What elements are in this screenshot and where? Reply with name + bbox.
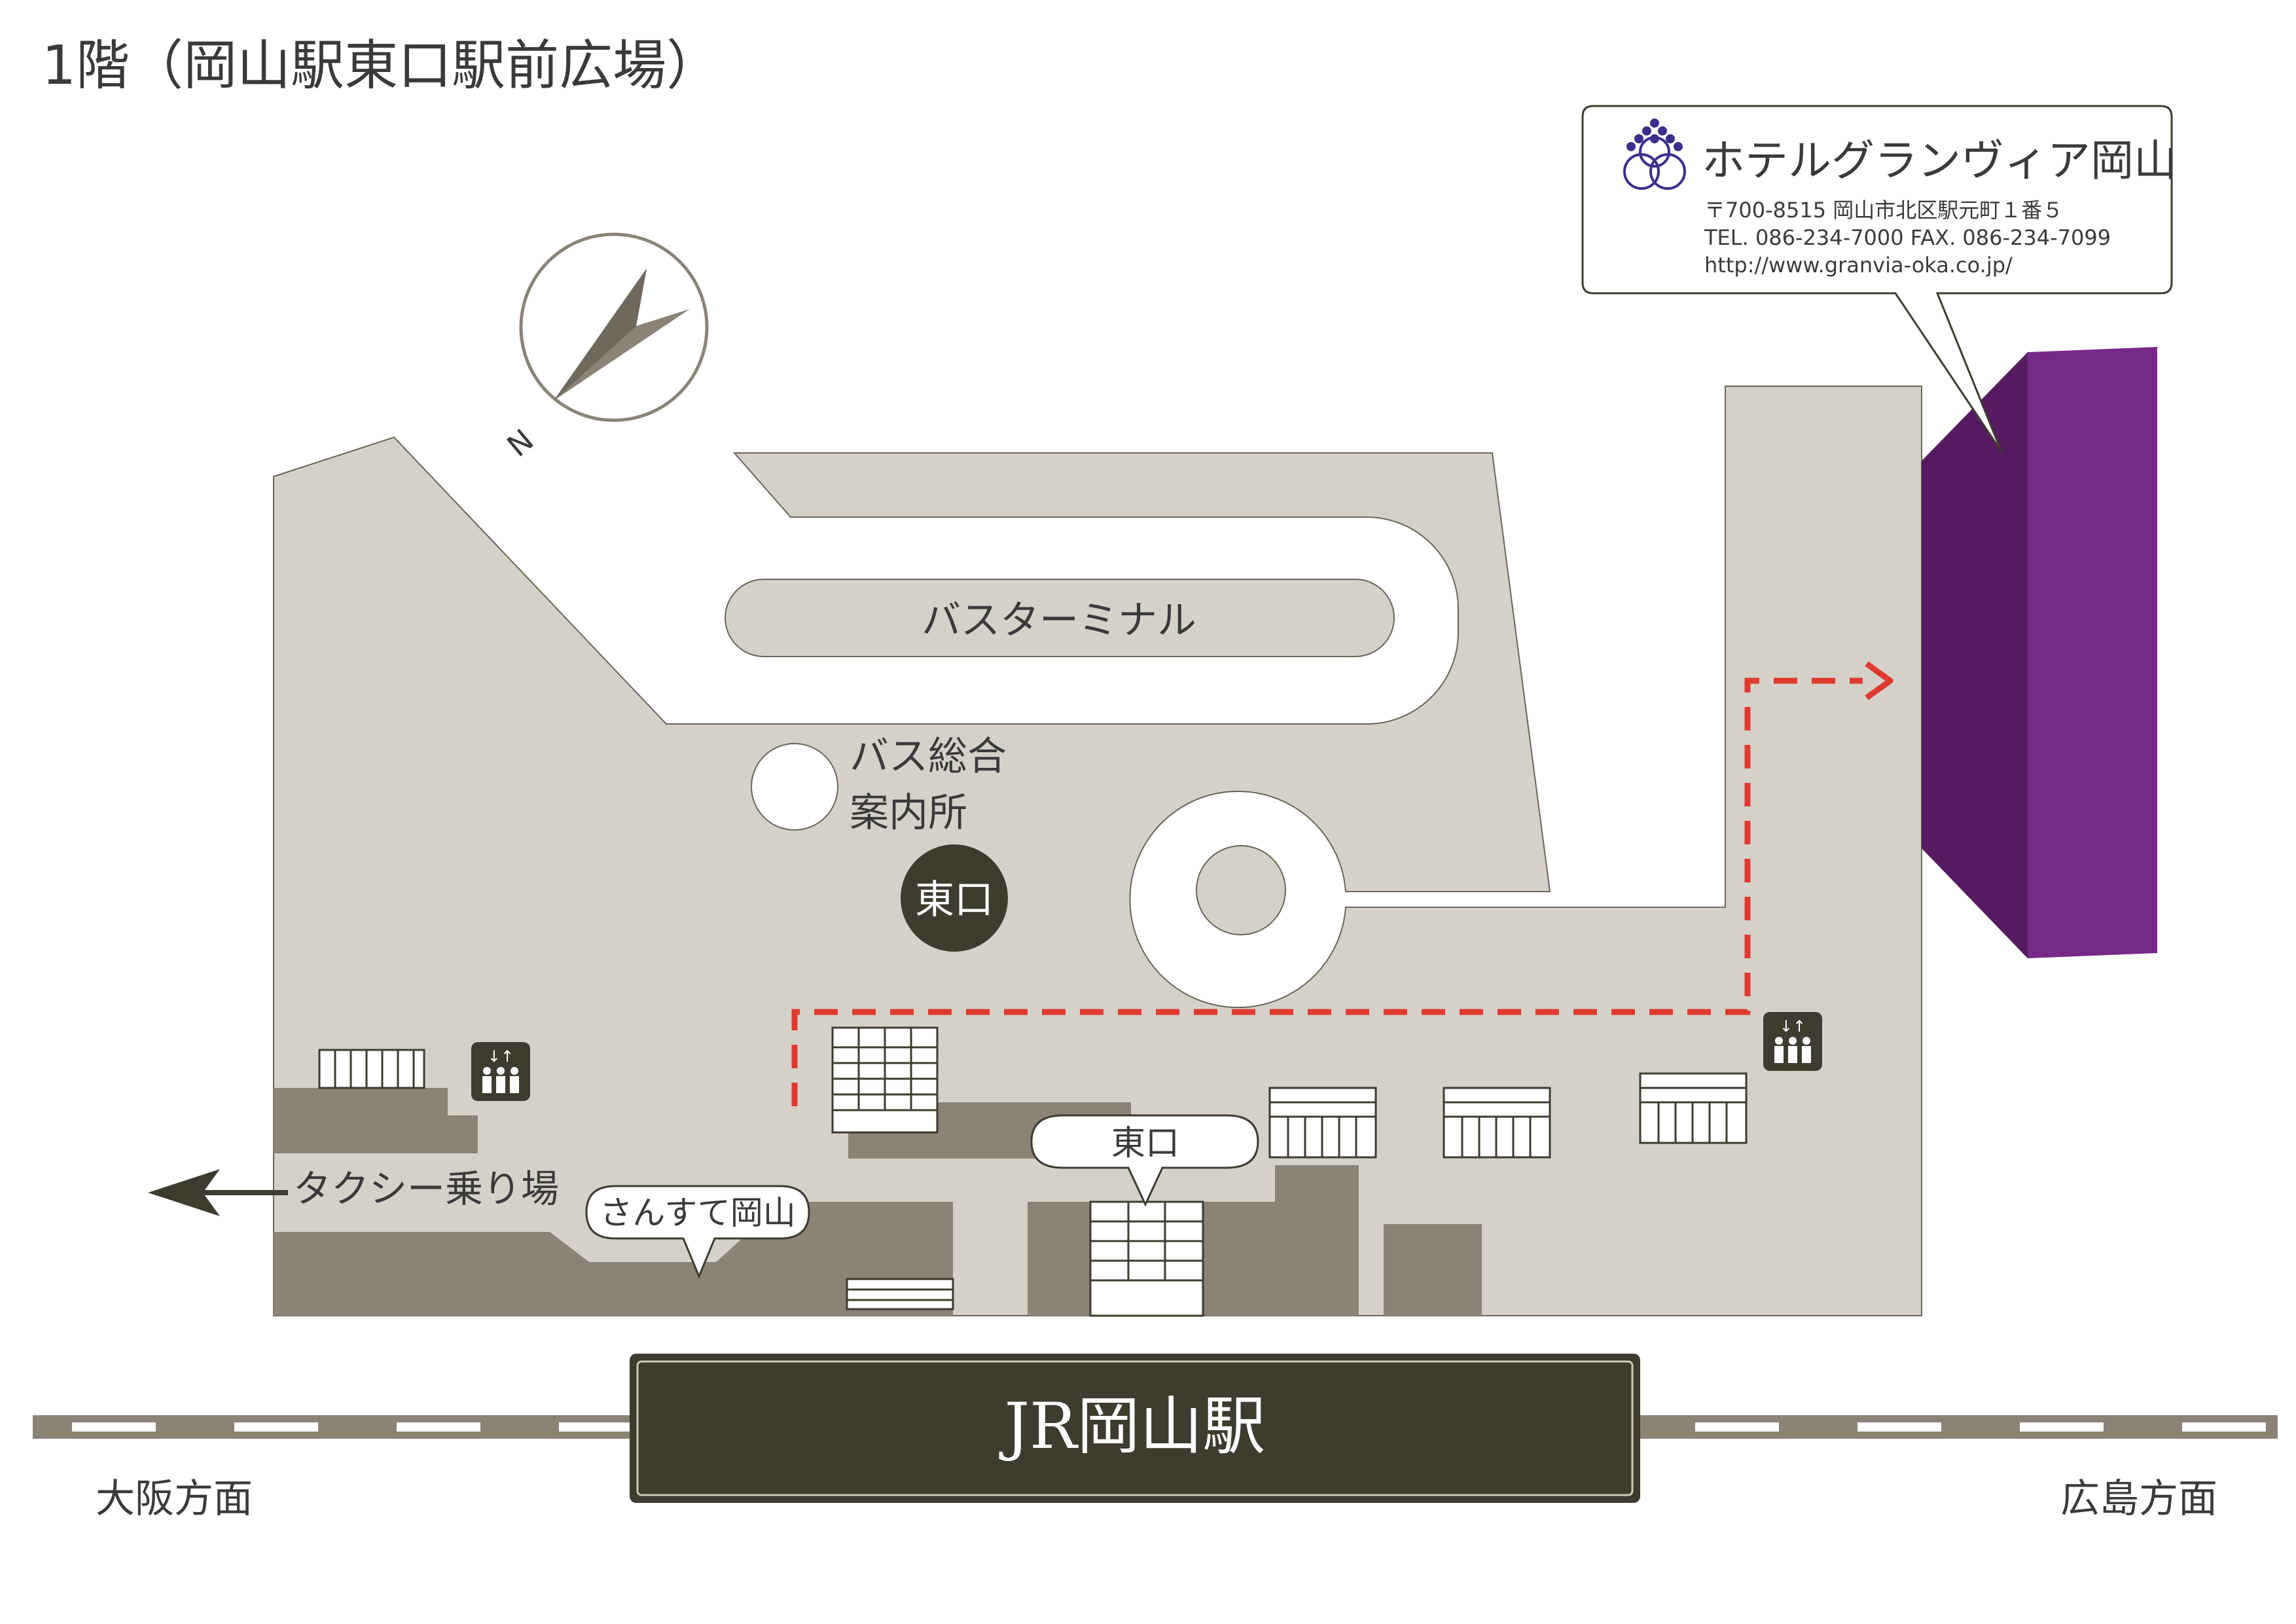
- direction-hiroshima: 広島方面: [2060, 1476, 2217, 1522]
- taxi-stand-label: タクシー乗り場: [293, 1166, 559, 1211]
- stairs: [318, 1026, 1748, 1317]
- compass: N: [500, 232, 709, 463]
- bus-info-center-marker: [751, 743, 838, 831]
- roundabout-island: [1196, 845, 1286, 935]
- east-exit-marker: [901, 844, 1008, 952]
- elevator-icon: ↓↑: [1763, 1012, 1822, 1071]
- compass-arrow-icon: [554, 268, 690, 401]
- stairs-east-3: [1639, 1072, 1748, 1144]
- hotel-name: ホテルグランヴィア岡山: [1702, 135, 2177, 186]
- stairs-west: [318, 1049, 425, 1089]
- stairs-east-exit: [1089, 1200, 1204, 1317]
- stairs-east-2: [1443, 1087, 1551, 1159]
- svg-text:↓↑: ↓↑: [488, 1047, 514, 1066]
- page-title: 1階（岡山駅東口駅前広場）: [42, 35, 720, 97]
- direction-osaka: 大阪方面: [96, 1476, 253, 1522]
- east-exit-callout-label: 東口: [1111, 1124, 1179, 1163]
- bus-info-center-label-2: 案内所: [850, 790, 967, 836]
- route-arrowhead-icon: [1865, 661, 1893, 700]
- walking-route: [791, 661, 1893, 1106]
- hotel-tel-fax: TEL. 086-234-7000 FAX. 086-234-7099: [1704, 225, 2111, 250]
- taxi-stand: タクシー乗り場: [148, 1166, 559, 1216]
- hotel-url: http://www.granvia-oka.co.jp/: [1704, 253, 2013, 278]
- stairs-center-vertical: [831, 1026, 939, 1134]
- svg-text:↓↑: ↓↑: [1780, 1017, 1806, 1036]
- station-name: JR岡山駅: [999, 1390, 1266, 1463]
- east-exit-marker-label: 東口: [915, 877, 994, 923]
- compass-label: N: [500, 422, 540, 463]
- bus-terminal: [725, 579, 1395, 657]
- station-sign: JR岡山駅: [630, 1354, 1640, 1503]
- east-exit-callout: 東口: [1030, 1114, 1259, 1207]
- hotel-building: [1922, 347, 2157, 958]
- bus-info-center-label-1: バス総合: [850, 734, 1007, 780]
- stairs-south: [846, 1278, 954, 1310]
- station-plaza: [273, 386, 1922, 1316]
- bus-terminal-label: バスターミナル: [922, 598, 1196, 643]
- elevator-icon: ↓↑: [471, 1042, 530, 1101]
- grape-emblem-logo: [1623, 118, 1686, 190]
- hotel-address: 〒700-8515 岡山市北区駅元町１番５: [1704, 198, 2063, 223]
- arrow-left-icon: [148, 1169, 220, 1216]
- sansute-callout-label: さんすて岡山: [600, 1194, 796, 1232]
- stairs-east-1: [1268, 1087, 1377, 1159]
- hotel-info-callout: ホテルグランヴィア岡山 〒700-8515 岡山市北区駅元町１番５ TEL. 0…: [1581, 105, 2177, 452]
- sansute-callout: さんすて岡山: [585, 1185, 810, 1279]
